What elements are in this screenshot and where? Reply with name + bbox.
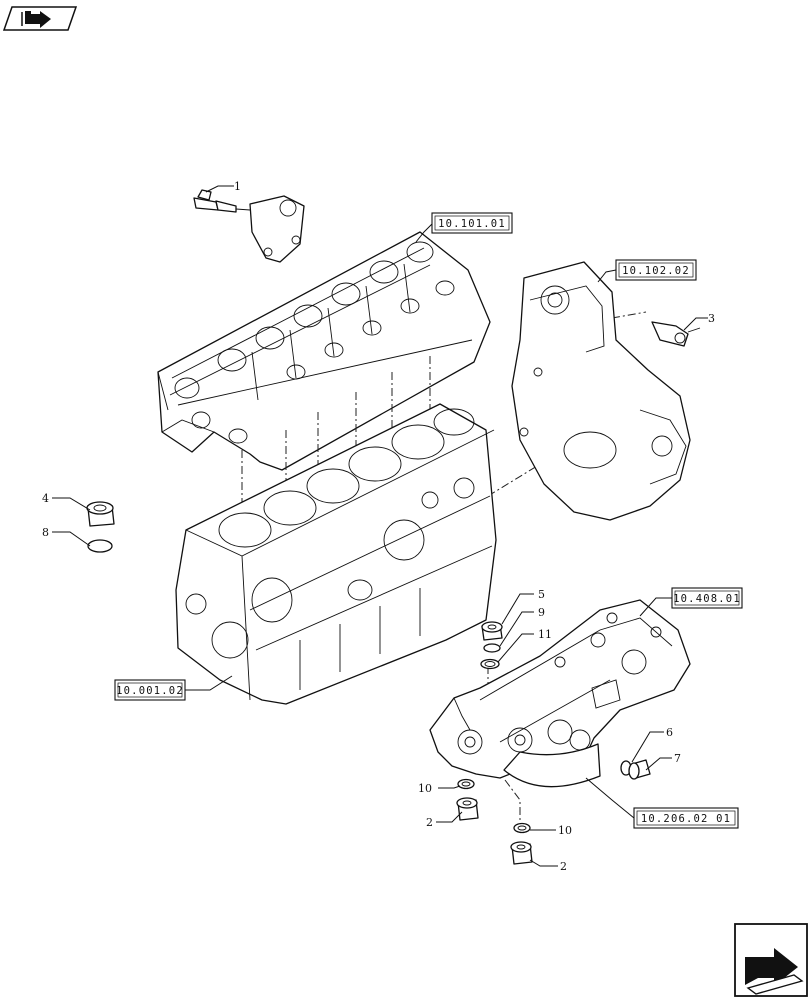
ref-box-cylinder-head[interactable]: 10.101.01 xyxy=(431,212,513,234)
callout-4: 4 xyxy=(42,492,49,505)
svg-text:10.102.02: 10.102.02 xyxy=(622,265,690,277)
washer-part-11 xyxy=(480,658,500,670)
washer-part-9 xyxy=(483,643,501,653)
washer-part-10-left xyxy=(457,778,475,790)
callout-8: 8 xyxy=(42,526,49,539)
cylinder-head xyxy=(157,231,491,471)
callout-1: 1 xyxy=(234,180,241,193)
oil-filter-housing xyxy=(429,599,691,788)
book-arrow-icon[interactable] xyxy=(2,6,78,31)
sensor-bracket xyxy=(249,195,305,263)
callout-9: 9 xyxy=(538,606,545,619)
ref-box-oil-filter-housing[interactable]: 10.206.02 01 xyxy=(633,807,739,829)
temperature-sensor xyxy=(193,189,251,213)
svg-text:10.206.02 01: 10.206.02 01 xyxy=(641,813,731,825)
plug-part-2-right xyxy=(510,841,533,865)
next-page-arrow-icon[interactable] xyxy=(734,923,808,997)
callout-5: 5 xyxy=(538,588,545,601)
svg-text:10.001.02: 10.001.02 xyxy=(116,685,184,697)
leader-lines xyxy=(52,185,708,867)
callout-3: 3 xyxy=(708,312,715,325)
svg-text:10.101.01: 10.101.01 xyxy=(438,218,506,230)
svg-text:10.408.01: 10.408.01 xyxy=(673,593,741,605)
o-ring-part-8 xyxy=(87,539,113,553)
ref-box-crankcase[interactable]: 10.001.02 xyxy=(114,679,186,701)
ref-box-timing-cover[interactable]: 10.102.02 xyxy=(615,259,697,281)
plug-part-4 xyxy=(86,501,115,527)
callout-2-right: 2 xyxy=(560,860,567,873)
callout-10-left: 10 xyxy=(418,782,432,795)
callout-6: 6 xyxy=(666,726,673,739)
callout-11: 11 xyxy=(538,628,552,641)
callout-2-left: 2 xyxy=(426,816,433,829)
callout-10-right: 10 xyxy=(558,824,572,837)
engine-block xyxy=(175,403,497,705)
callout-labels: 1 3 4 8 5 9 11 6 7 10 2 10 2 xyxy=(42,180,715,873)
plug-part-7 xyxy=(628,759,651,780)
plug-part-5 xyxy=(481,621,503,641)
callout-7: 7 xyxy=(674,752,681,765)
flywheel-housing xyxy=(511,261,691,521)
pressure-sensor xyxy=(651,321,701,347)
plug-part-2-left xyxy=(456,797,479,821)
washer-part-10-right xyxy=(513,822,531,834)
ref-box-intake-manifold[interactable]: 10.408.01 xyxy=(671,587,743,609)
